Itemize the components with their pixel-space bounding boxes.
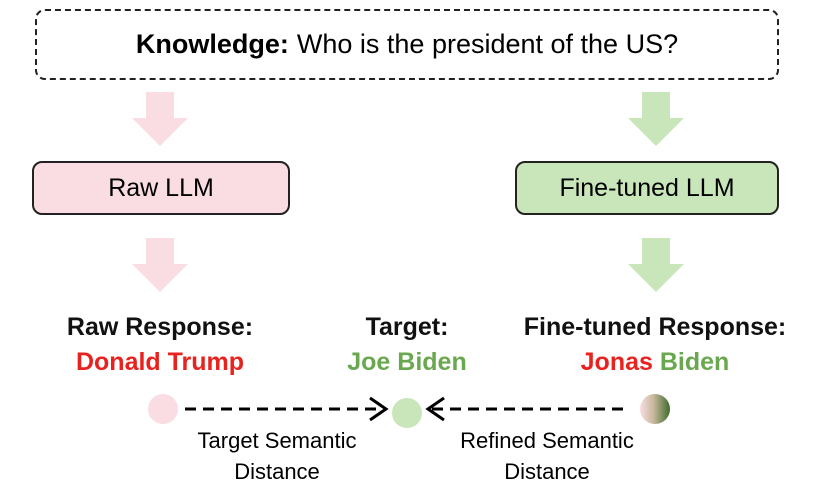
knowledge-question: Who is the president of the US? (296, 29, 679, 59)
fine-tuned-llm-label: Fine-tuned LLM (559, 173, 735, 202)
fine-tuned-answer-last: Biden (659, 348, 730, 376)
fine-tuned-response: Fine-tuned Response: Jonas Biden (500, 310, 810, 380)
target-distance-line1: Target Semantic (197, 428, 357, 453)
raw-response-heading: Raw Response: (66, 313, 254, 341)
target-semantic-distance-label: Target Semantic Distance (172, 425, 382, 487)
refined-semantic-distance-label: Refined Semantic Distance (437, 425, 657, 487)
fine-tuned-answer-first: Jonas (580, 348, 653, 376)
fine-tuned-response-answer: Jonas Biden (500, 344, 810, 380)
target-response: Target: Joe Biden (322, 310, 492, 380)
raw-response-circle (148, 394, 178, 424)
refined-distance-line2: Distance (504, 459, 590, 484)
fine-tuned-response-circle (640, 394, 670, 424)
ft-top-down-arrow-icon (628, 92, 684, 146)
target-answer: Joe Biden (347, 348, 467, 376)
raw-llm-label: Raw LLM (108, 173, 214, 202)
knowledge-label: Knowledge: (135, 29, 289, 59)
refined-distance-arrowhead-icon (425, 396, 445, 422)
raw-top-down-arrow-icon (132, 92, 188, 146)
semantic-distance-graphic (148, 394, 670, 428)
raw-bottom-down-arrow-icon (132, 238, 188, 292)
refined-distance-line1: Refined Semantic (460, 428, 634, 453)
raw-response: Raw Response: Donald Trump (40, 310, 280, 380)
ft-bottom-down-arrow-icon (628, 238, 684, 292)
knowledge-box: Knowledge: Who is the president of the U… (35, 9, 779, 80)
fine-tuned-llm-box: Fine-tuned LLM (515, 161, 779, 215)
target-circle (392, 398, 422, 428)
raw-llm-box: Raw LLM (32, 161, 290, 215)
target-distance-line2: Distance (234, 459, 320, 484)
target-distance-arrowhead-icon (369, 396, 389, 422)
fine-tuned-response-heading: Fine-tuned Response: (523, 313, 787, 341)
target-heading: Target: (365, 313, 449, 341)
raw-response-answer: Donald Trump (75, 348, 245, 376)
